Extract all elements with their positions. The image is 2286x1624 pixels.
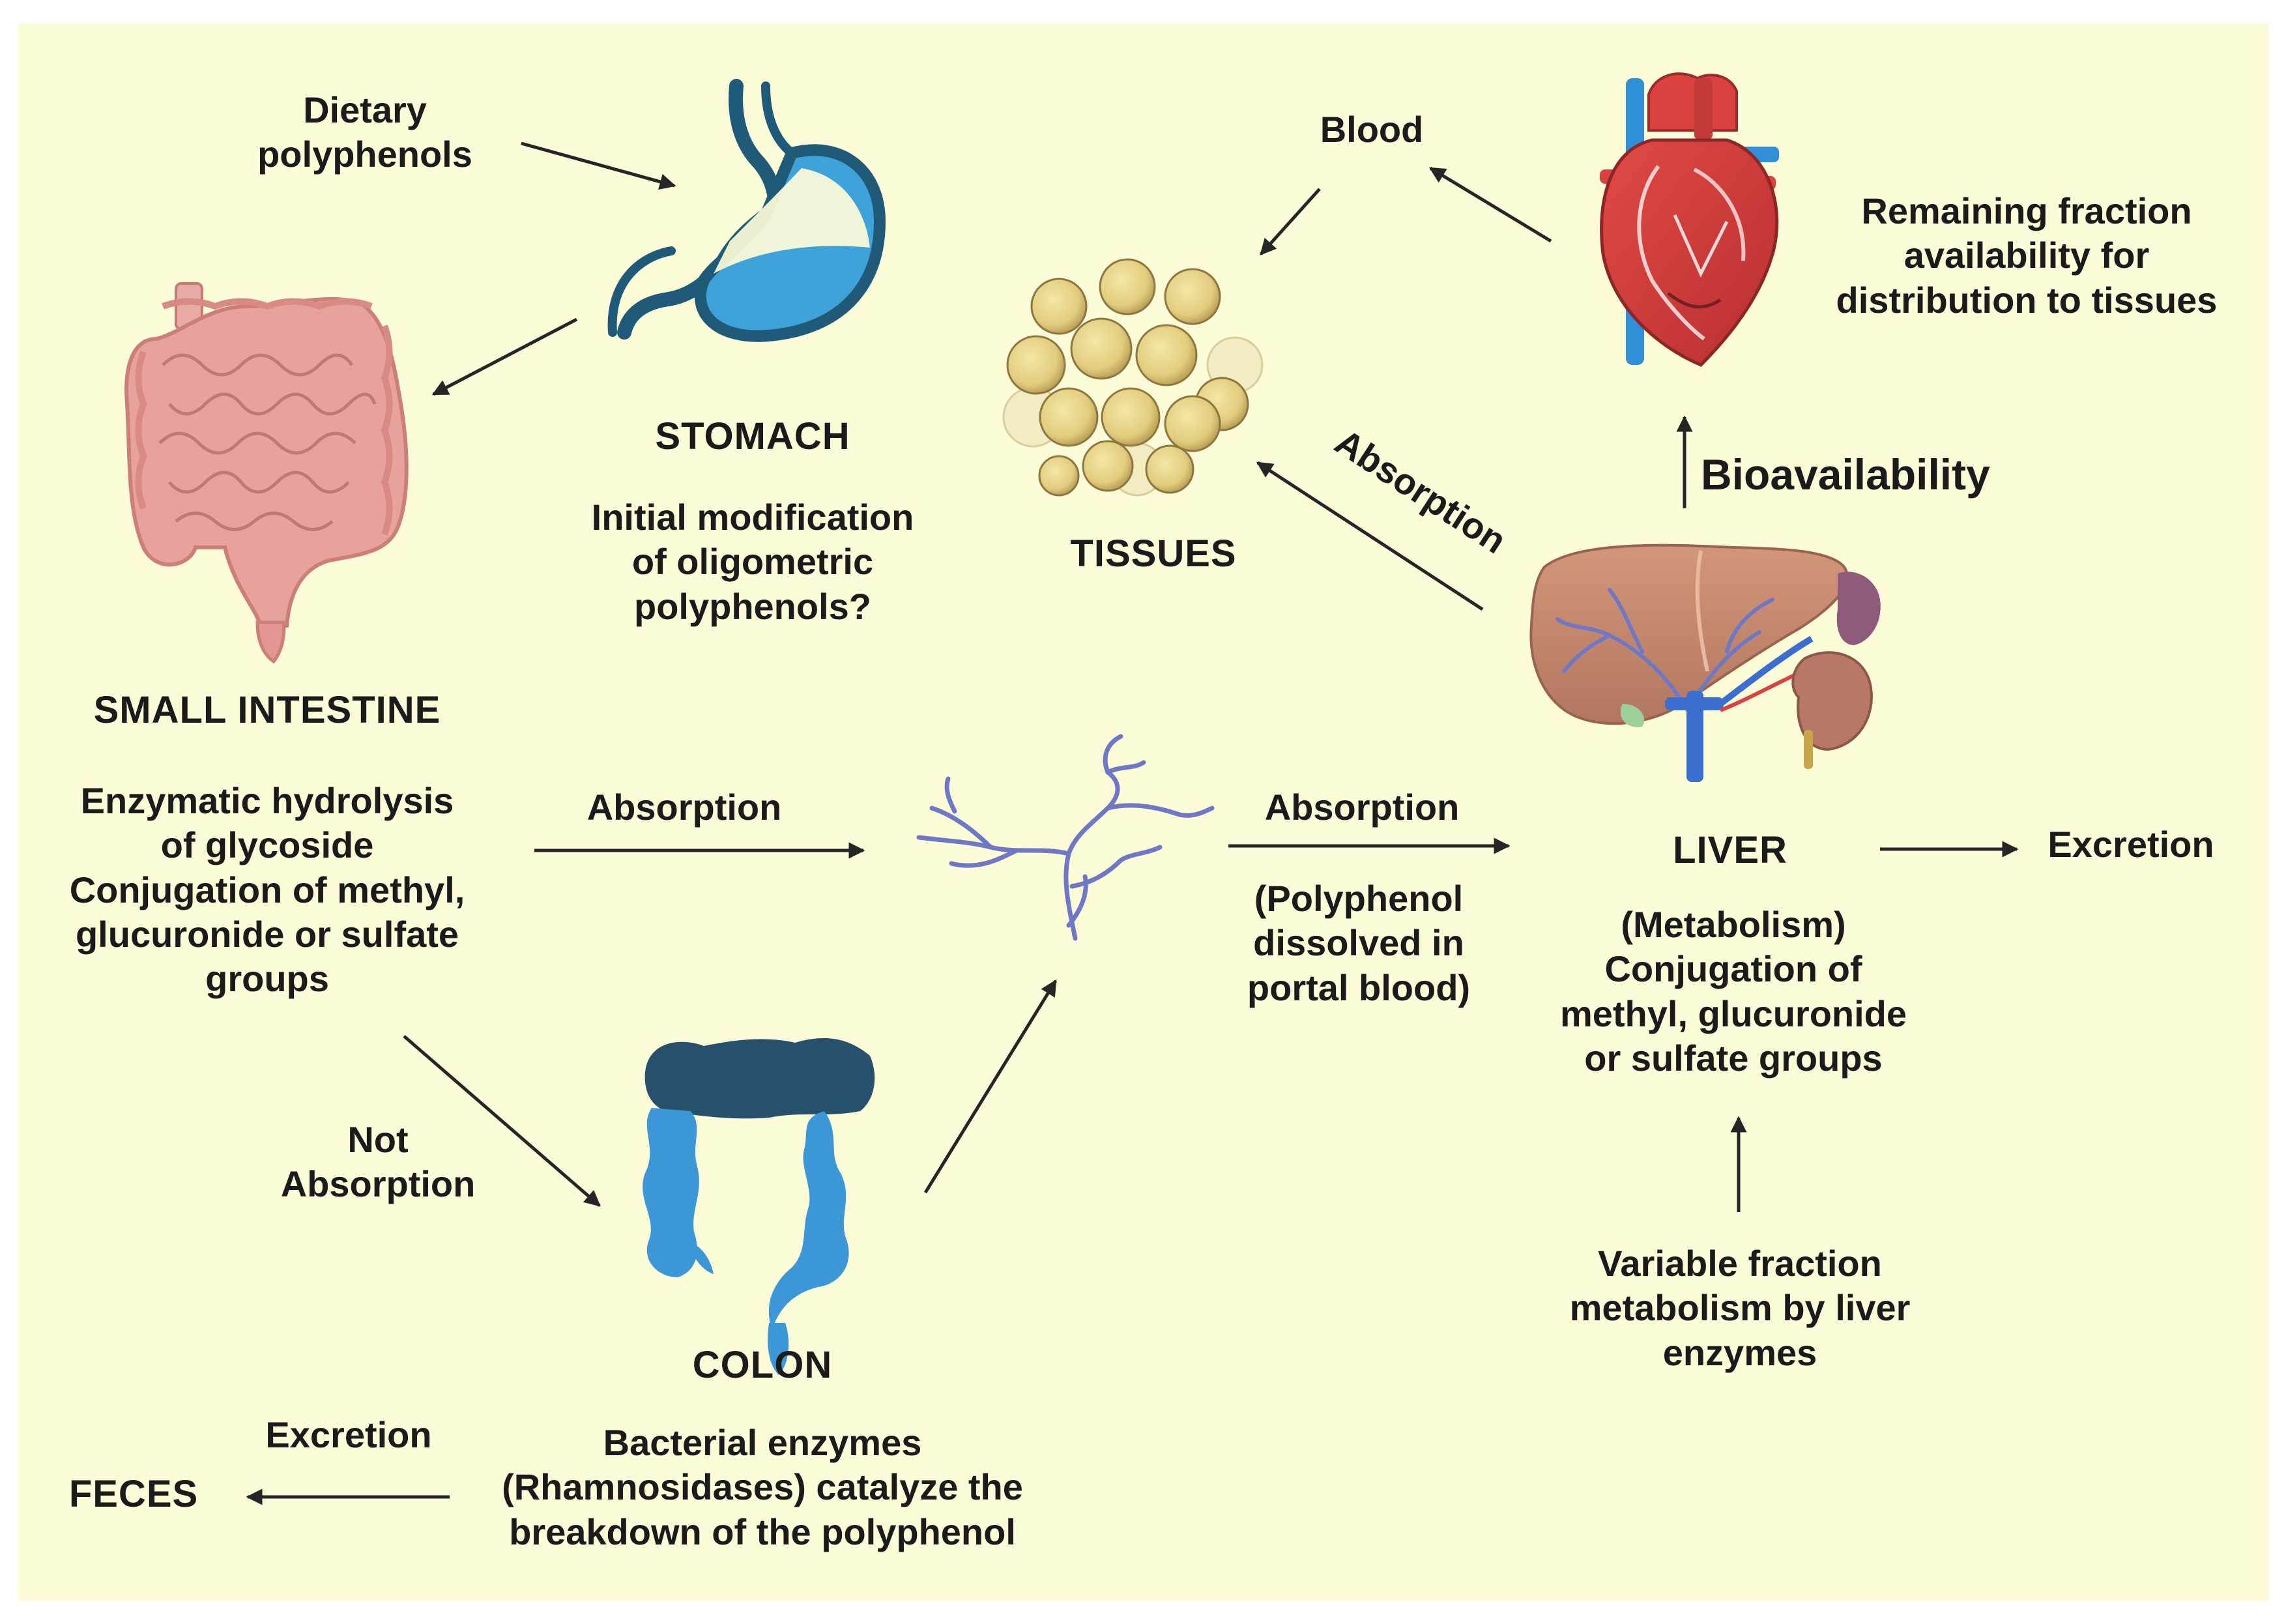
variable-fraction-label: Variable fraction metabolism by liver en…	[1569, 1243, 1911, 1373]
liver-icon	[1529, 544, 1881, 782]
absorption-label-portal: Absorption	[1264, 787, 1460, 828]
absorption-label-intestine: Absorption	[586, 787, 782, 828]
excretion-label-liver: Excretion	[2047, 824, 2214, 865]
colon-title: COLON	[692, 1344, 833, 1386]
blood-label: Blood	[1320, 109, 1424, 150]
heart-icon	[1600, 72, 1779, 367]
arrows	[246, 141, 2019, 1505]
arrow-heart-to-blood	[1428, 166, 1552, 243]
small-intestine-description: Enzymatic hydrolysis of glycoside Conjug…	[69, 780, 465, 1000]
bioavailability-label: Bioavailability	[1701, 450, 1990, 499]
arrow-colon-to-vessels	[923, 979, 1058, 1194]
tissues-title: TISSUES	[1070, 532, 1237, 575]
stomach-description: Initial modification of oligometric poly…	[591, 497, 914, 627]
arrow-blood-to-tissues	[1260, 188, 1321, 255]
colon-icon	[643, 1037, 875, 1375]
small-intestine-title: SMALL INTESTINE	[93, 689, 441, 731]
arrow-dietary-to-stomach	[521, 141, 676, 190]
arrow-liver-to-tissues	[1256, 461, 1484, 611]
tissues-icon	[1002, 258, 1264, 497]
not-absorption-label: Not Absorption	[280, 1119, 476, 1205]
colon-description: Bacterial enzymes (Rhamnosidases) cataly…	[502, 1422, 1023, 1552]
liver-description: (Metabolism) Conjugation of methyl, gluc…	[1559, 904, 1907, 1079]
dietary-polyphenols-label: Dietary polyphenols	[257, 89, 472, 175]
small-intestine-icon	[124, 282, 409, 664]
arrow-small-intestine-to-colon	[403, 1035, 601, 1207]
arrow-stomach-to-small-intestine	[431, 317, 578, 396]
stomach-title: STOMACH	[655, 415, 850, 457]
portal-blood-label: (Polyphenol dissolved in portal blood)	[1247, 878, 1471, 1008]
excretion-label-feces: Excretion	[265, 1414, 432, 1455]
feces-label: FECES	[68, 1473, 199, 1515]
blood-vessel-icon	[916, 734, 1215, 941]
liver-title: LIVER	[1673, 829, 1787, 871]
stomach-icon	[607, 79, 886, 342]
remaining-fraction-label: Remaining fraction availability for dist…	[1836, 190, 2218, 321]
